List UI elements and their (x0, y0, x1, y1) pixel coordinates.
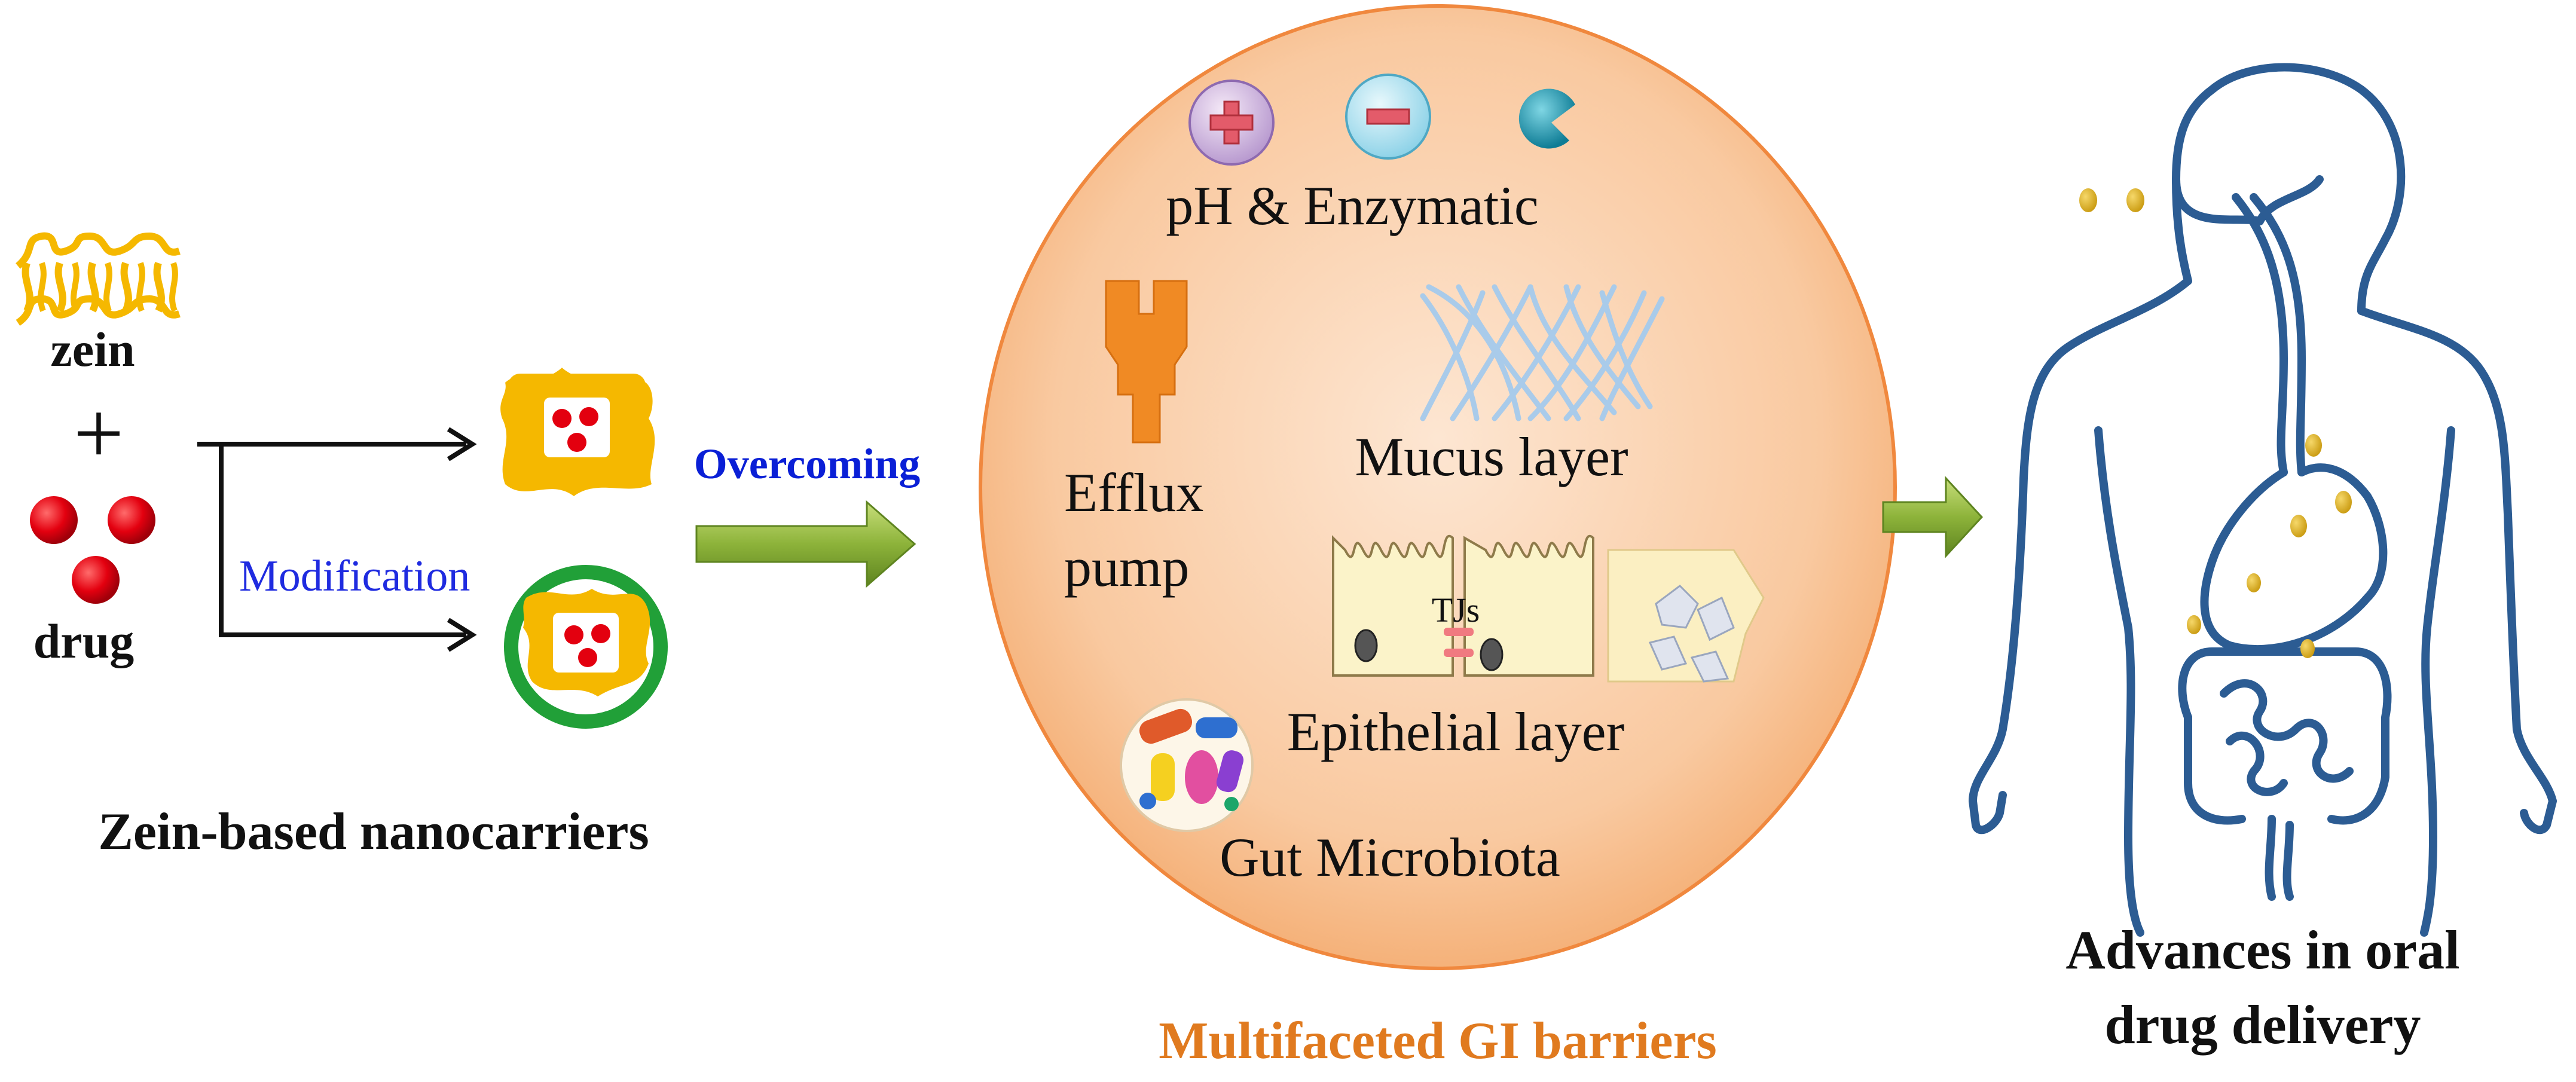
plus-sign: + (74, 384, 124, 483)
enzyme-icon (1518, 88, 1575, 149)
drug-molecules-icon (30, 496, 155, 604)
ph-enzymatic-label: pH & Enzymatic (1166, 175, 1538, 236)
modification-label: Modification (239, 552, 470, 601)
zein-molecule-icon (15, 232, 181, 326)
overcoming-label: Overcoming (694, 440, 921, 488)
branch-arrows (197, 427, 477, 652)
zein-nanocarriers-caption: Zein-based nanocarriers (98, 803, 649, 861)
efflux-label-line2: pump (1064, 537, 1190, 598)
gi-barriers-caption: Multifaceted GI barriers (1159, 1012, 1717, 1070)
human-body-outline-icon (1969, 63, 2557, 937)
negative-charge-icon (1345, 74, 1431, 160)
efflux-label-line1: Efflux (1064, 462, 1203, 523)
zein-label: zein (50, 322, 135, 377)
mucus-layer-label: Mucus layer (1355, 426, 1628, 487)
positive-charge-icon (1188, 80, 1275, 166)
delivery-arrow (1882, 476, 1984, 558)
tjs-label: TJs (1432, 591, 1480, 629)
mucus-fibers-icon (1420, 284, 1665, 421)
dose-pellets-icon (2079, 188, 2352, 658)
oral-delivery-caption-line2: drug delivery (2105, 994, 2421, 1055)
efflux-pump-icon (1105, 280, 1188, 444)
modified-nanoparticle-icon (504, 565, 668, 729)
drug-label: drug (33, 614, 135, 668)
oral-delivery-caption-line1: Advances in oral (2065, 919, 2459, 980)
zein-nanoparticle-icon (500, 368, 655, 496)
gut-microbiota-label: Gut Microbiota (1220, 827, 1560, 888)
epithelial-layer-label: Epithelial layer (1287, 701, 1625, 762)
gut-microbiota-icon (1120, 698, 1254, 832)
epithelial-cells-icon (1332, 535, 1765, 683)
overcoming-arrow (695, 500, 916, 588)
